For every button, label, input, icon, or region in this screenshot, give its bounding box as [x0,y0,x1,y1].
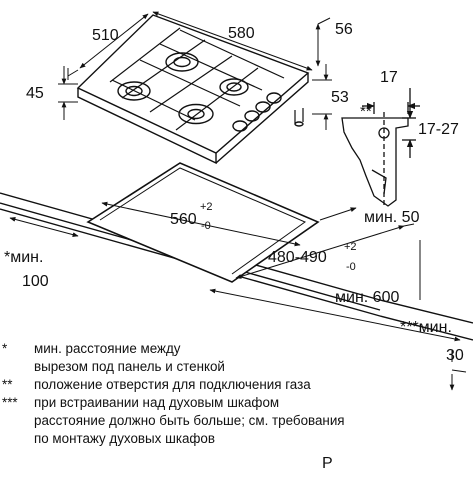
dim-min-30-label: ***мин. [400,319,452,336]
svg-text:+2: +2 [200,201,213,213]
svg-text:-0: -0 [346,261,356,273]
footnote-3: *** при встраивании над духовым шкафом [0,394,473,412]
footnote-mark: * [2,341,8,356]
dim-min-600: мин. 600 [335,289,399,306]
footnote-legend: * мин. расстояние между вырезом под пане… [0,340,473,448]
dim-min-50: мин. 50 [364,209,420,226]
dim-top-width: 580 [228,25,255,42]
footnote-text: вырезом под панель и стенкой [34,359,225,374]
dim-cutout-width: 560 +2 -0 [170,201,213,232]
dim-depth-overhang: 56 [335,21,353,38]
footnote-text: по монтажу духовых шкафов [34,431,215,446]
burner-front-right [178,103,214,125]
burner-front-left [117,81,151,101]
footnote-text: положение отверстия для подключения газа [34,377,311,392]
dim-cutout-depth: 480-490 +2 -0 [268,241,357,273]
footnote-2: ** положение отверстия для подключения г… [0,376,473,394]
dim-connector-range: 17-27 [418,121,459,138]
svg-text:+2: +2 [344,241,357,253]
footnote-mark: ** [2,377,13,392]
burner-rear-right [219,78,249,96]
dim-min-100-label: *мин. [4,249,43,266]
footnote-mark: *** [2,395,18,410]
footnote-1: * мин. расстояние между [0,340,473,358]
dim-top-depth: 510 [92,27,119,44]
dim-min-30-value: 30 [446,347,464,364]
gas-connection-mark: ** [360,103,372,120]
footnote-text: мин. расстояние между [34,341,181,356]
control-knobs [232,92,282,132]
countertop-drawing [0,162,473,341]
svg-text:480-490: 480-490 [268,249,327,266]
svg-text:560: 560 [170,211,197,228]
cutout-dimension-lines [9,201,467,391]
footnote-text: при встраивании над духовым шкафом [34,395,280,410]
cropped-footer-text: Р [322,455,333,472]
hob-dimension-lines [58,11,332,130]
dim-connector-offset: 17 [380,69,398,86]
dim-height-left: 45 [26,85,44,102]
dim-height-right: 53 [331,89,349,106]
footnote-text: расстояние должно быть больше; см. требо… [34,413,345,428]
side-section-detail [341,88,420,207]
svg-text:-0: -0 [201,220,211,232]
dim-min-100-value: 100 [22,273,49,290]
